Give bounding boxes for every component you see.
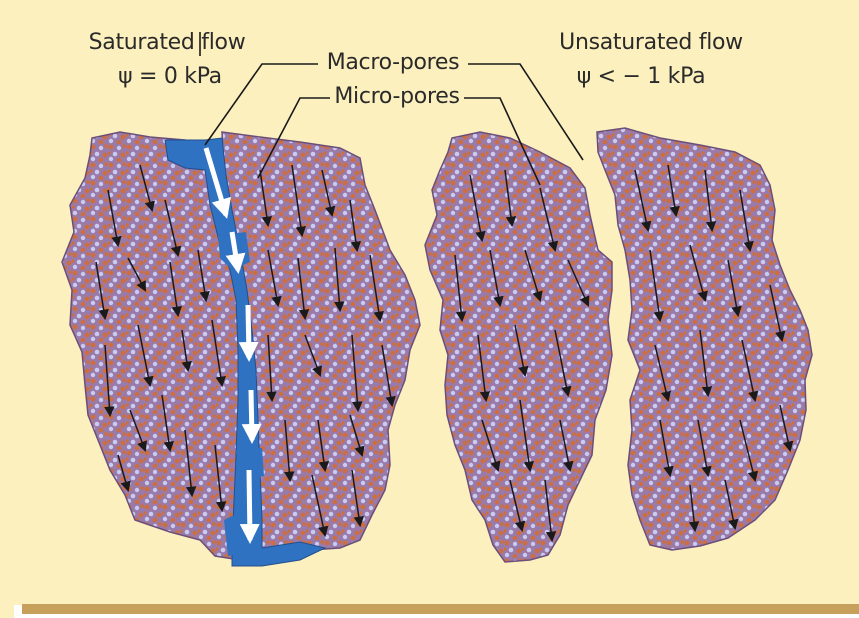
- bottom-rule: [22, 604, 859, 614]
- water-arrow-4: [251, 390, 252, 440]
- micro-pores-label: Micro-pores: [334, 84, 459, 109]
- macro-pores-label: Macro-pores: [327, 50, 460, 75]
- left-margin: [0, 0, 14, 618]
- saturated-flow-title: Saturated flow: [89, 30, 246, 55]
- unsaturated-flow-title: Unsaturated flow: [559, 30, 743, 55]
- water-arrow-3: [248, 305, 249, 358]
- unsaturated-psi-label: ψ < − 1 kPa: [577, 64, 706, 89]
- saturated-psi-label: ψ = 0 kPa: [118, 64, 222, 89]
- water-arrow-5: [249, 470, 250, 540]
